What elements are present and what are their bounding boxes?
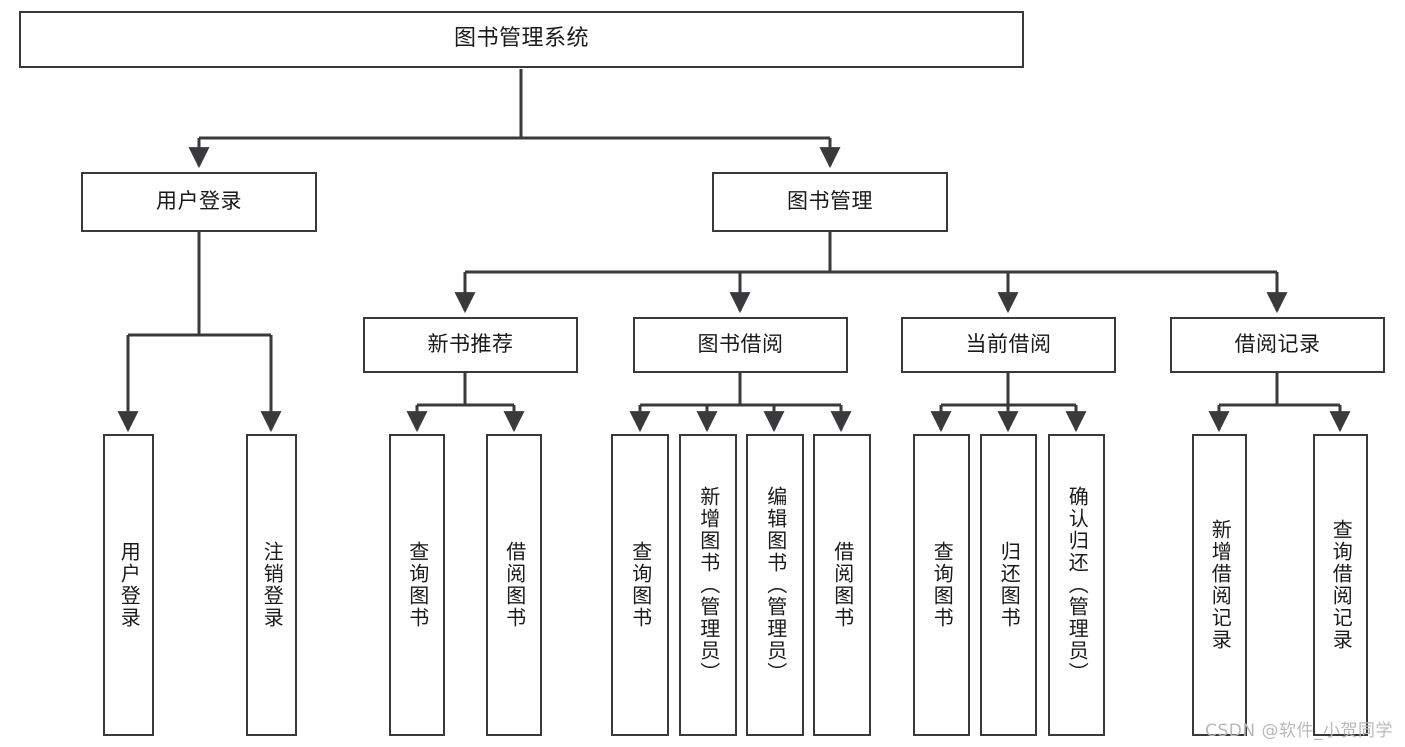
node-label: 新增借阅记录 [1208,519,1233,651]
node-borrow-record[interactable]: 借阅记录 [1170,317,1385,373]
leaf-current-return-book[interactable]: 归还图书 [980,434,1037,736]
node-book-borrow[interactable]: 图书借阅 [633,317,848,373]
node-label: 归还图书 [997,541,1022,629]
node-label: 查询借阅记录 [1329,519,1354,651]
node-label: 用户登录 [156,189,242,214]
leaf-user-login-logout[interactable]: 注销登录 [246,434,297,736]
node-label: 确认归还（管理员） [1065,486,1090,684]
node-label: 用户登录 [117,541,142,629]
node-root-system[interactable]: 图书管理系统 [19,11,1024,68]
node-label: 图书借阅 [697,332,784,357]
node-label: 借阅记录 [1234,332,1321,357]
node-label: 借阅图书 [502,541,527,629]
leaf-new-book-query[interactable]: 查询图书 [389,434,445,736]
node-label: 编辑图书（管理员） [763,486,788,684]
node-label: 注销登录 [260,541,285,629]
node-book-management[interactable]: 图书管理 [712,172,948,232]
leaf-record-add-record[interactable]: 新增借阅记录 [1192,434,1247,736]
node-label: 查询图书 [930,541,955,629]
node-label: 图书管理 [787,189,873,214]
node-label: 借阅图书 [830,541,855,629]
node-label: 查询图书 [405,541,430,629]
node-label: 当前借阅 [965,332,1052,357]
node-current-borrow[interactable]: 当前借阅 [901,317,1116,373]
leaf-borrow-edit-book[interactable]: 编辑图书（管理员） [746,434,804,736]
leaf-user-login-login[interactable]: 用户登录 [103,434,154,736]
node-new-book-recommend[interactable]: 新书推荐 [363,317,578,373]
csdn-watermark: CSDN @软件_小贺同学 [1205,721,1393,741]
leaf-borrow-borrow-book[interactable]: 借阅图书 [813,434,871,736]
leaf-record-query-record[interactable]: 查询借阅记录 [1313,434,1368,736]
leaf-new-book-borrow[interactable]: 借阅图书 [486,434,542,736]
node-label: 新增图书（管理员） [696,486,721,684]
leaf-borrow-query-book[interactable]: 查询图书 [611,434,669,736]
leaf-borrow-add-book[interactable]: 新增图书（管理员） [679,434,737,736]
leaf-current-query-book[interactable]: 查询图书 [913,434,970,736]
leaf-current-confirm-return[interactable]: 确认归还（管理员） [1048,434,1105,736]
node-user-login[interactable]: 用户登录 [81,172,317,232]
node-label: 查询图书 [628,541,653,629]
node-label: 图书管理系统 [453,26,589,52]
node-label: 新书推荐 [427,332,514,357]
